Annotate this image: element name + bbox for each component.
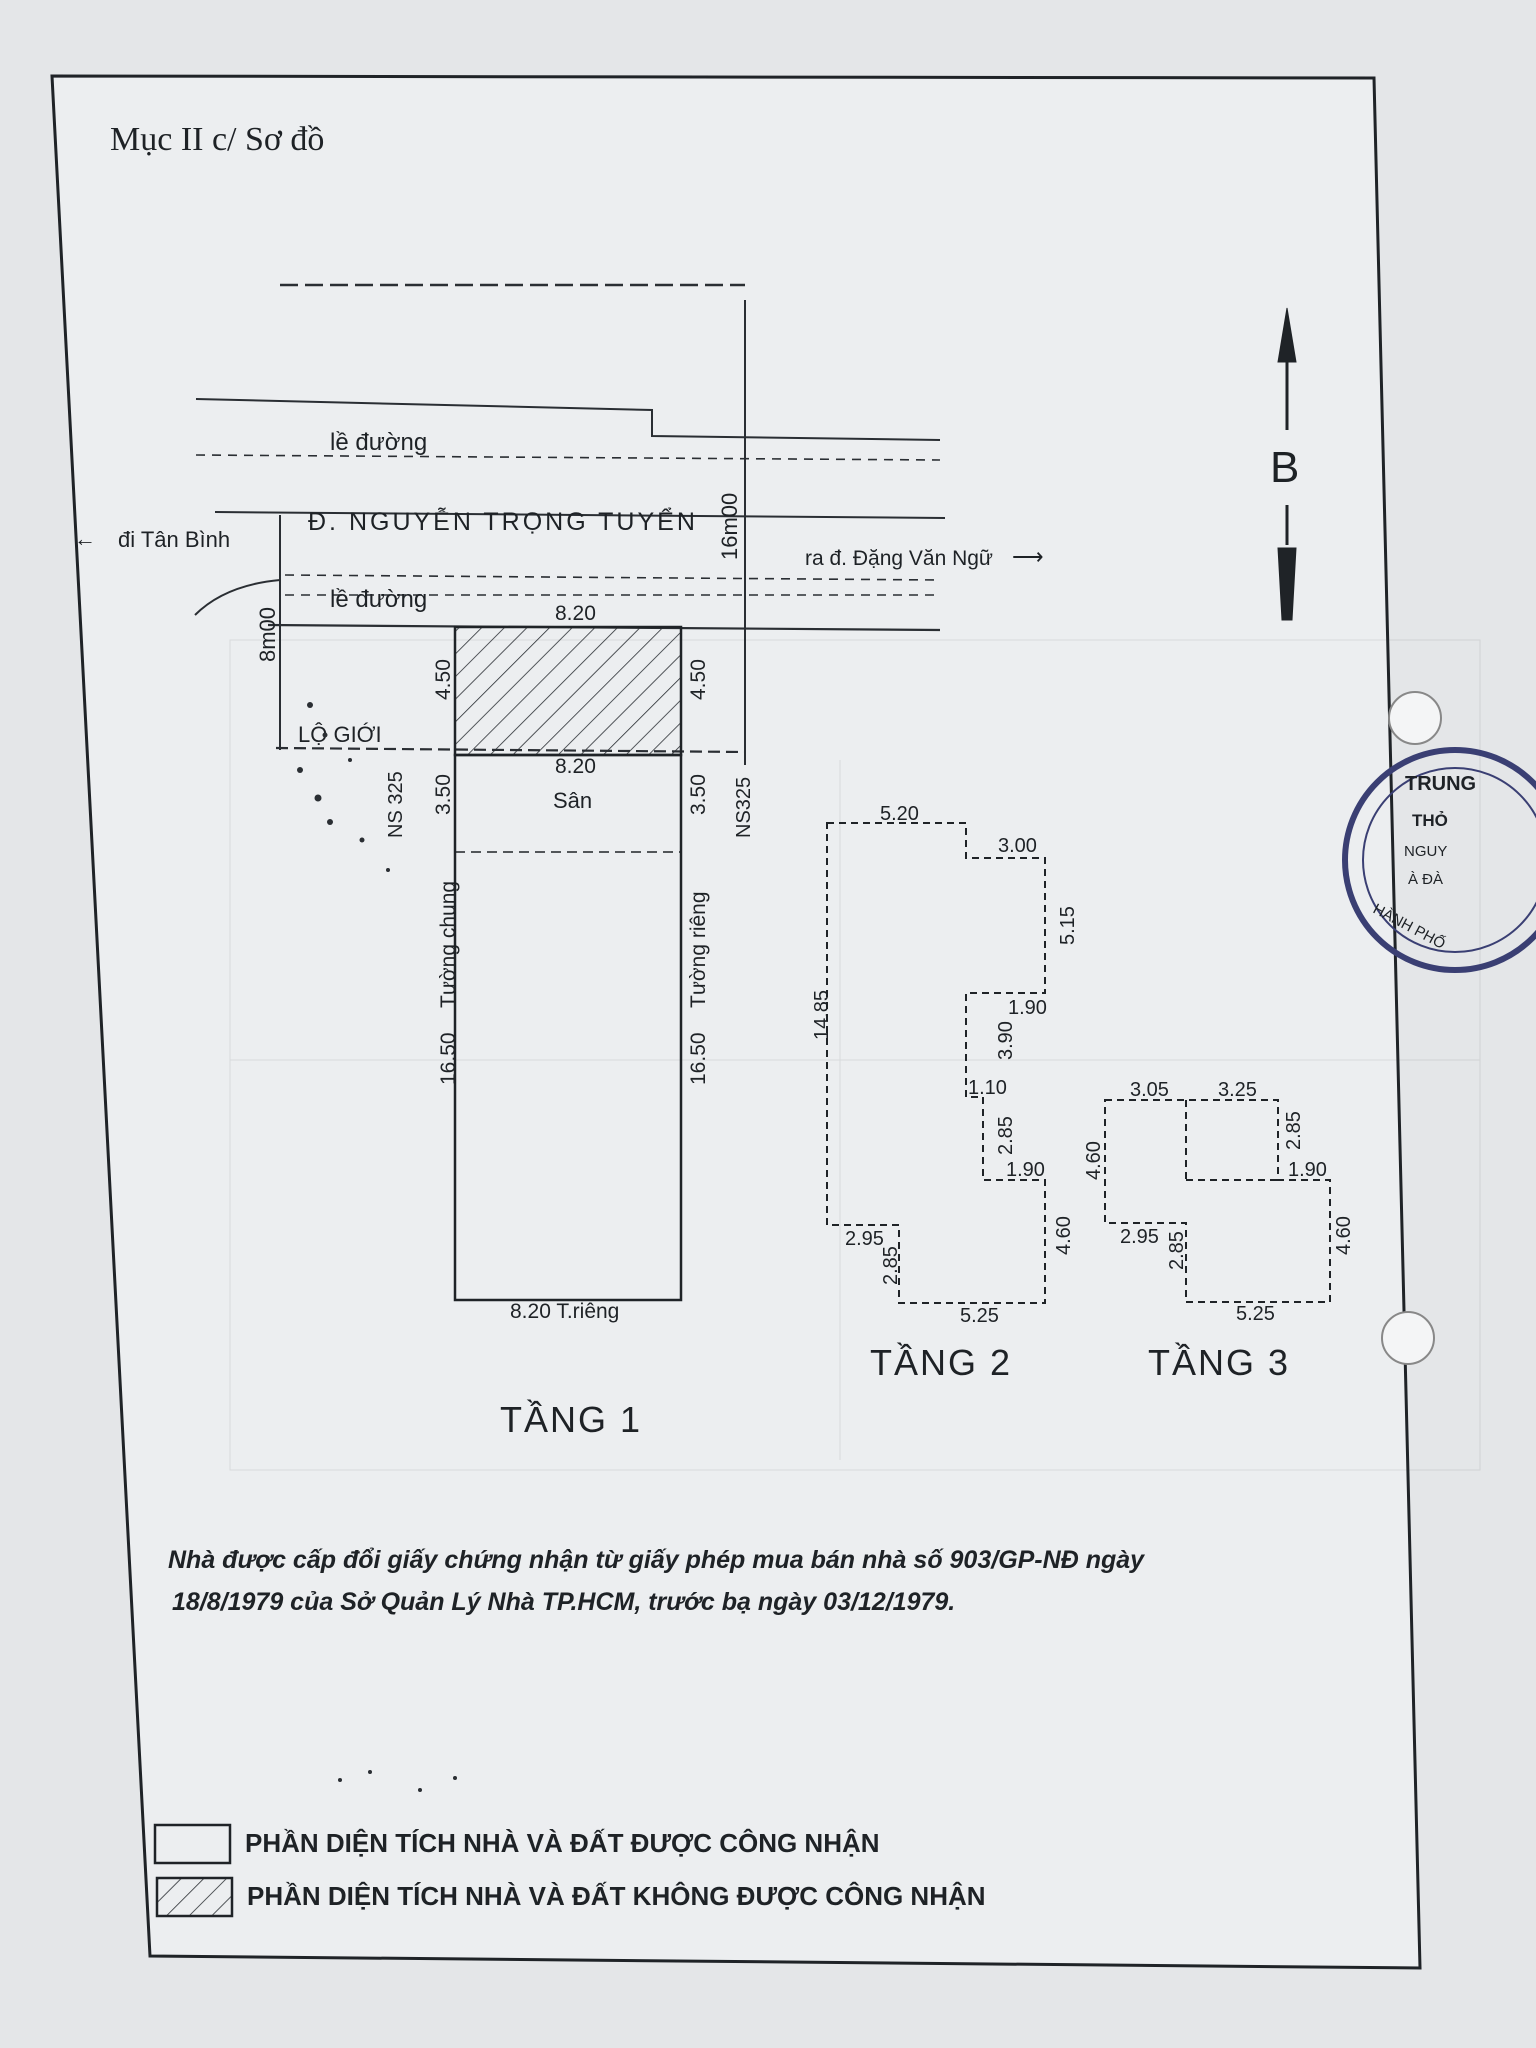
binder-hole	[1381, 1311, 1435, 1365]
floor3-dim-step: 1.90	[1288, 1159, 1327, 1181]
floor1-house-outline	[453, 753, 683, 1302]
floor3-dim-left-upper: 4.60	[1083, 1141, 1105, 1180]
floor3-outline	[1104, 1099, 1331, 1303]
floor3-dim-left-bottom: 2.95	[1120, 1226, 1159, 1248]
floor1-rear-depth-left: 16.50	[437, 1032, 460, 1085]
north-label: B	[1270, 443, 1299, 492]
floor1-yard-label: Sân	[553, 788, 592, 813]
stamp-text: NGUY	[1404, 843, 1447, 860]
legend-unrecognized-swatch	[155, 1876, 234, 1918]
show-through-watermark	[229, 639, 1481, 1471]
floor1-left-neighbor: NS 325	[385, 771, 407, 838]
floor1-rear-depth-right: 16.50	[687, 1032, 710, 1085]
floor1-title: TẦNG 1	[500, 1399, 642, 1440]
floor1-bottom-width: 8.20 T.riêng	[510, 1300, 619, 1323]
floor3-dim-right-upper: 2.85	[1283, 1111, 1305, 1150]
street-width-label: 16m00	[717, 493, 742, 560]
note-line-2: 18/8/1979 của Sở Quản Lý Nhà TP.HCM, trư…	[172, 1588, 955, 1616]
floor2-dim-inner: 1.10	[968, 1077, 1007, 1099]
right-arrow-icon: ⟶	[1012, 544, 1044, 569]
floor2-dim-notch-width: 1.90	[1008, 997, 1047, 1019]
stamp-text: THỎ	[1412, 811, 1448, 830]
floor3-dim-top-left: 3.05	[1130, 1079, 1169, 1101]
binder-hole	[1388, 691, 1442, 745]
floor1-plan	[453, 625, 683, 1302]
floor2-dim-left-depth: 14.85	[811, 990, 833, 1040]
floor2-dim-notch-depth: 3.90	[995, 1021, 1017, 1060]
floor1-yard-depth-left: 3.50	[432, 774, 455, 815]
left-arrow-icon: ←	[74, 526, 96, 551]
floor2-outline	[826, 822, 1046, 1304]
floor1-yard-depth-right: 3.50	[687, 774, 710, 815]
floor1-front-depth-right: 4.50	[687, 659, 710, 700]
floor1-top-width: 8.20	[555, 602, 596, 625]
floor2-dim-step: 3.00	[998, 835, 1037, 857]
section-heading: Mục II c/ Sơ đồ	[110, 121, 324, 158]
direction-left: đi Tân Bình	[118, 527, 230, 552]
floor2-dim-lower-step: 1.90	[1006, 1159, 1045, 1181]
floor2-dim-left-bottom: 2.95	[845, 1228, 884, 1250]
paper-specks	[297, 702, 457, 1792]
floor1-front-depth-left: 4.50	[432, 659, 455, 700]
direction-right: ra đ. Đặng Văn Ngữ	[805, 547, 993, 570]
floor3-dim-bottom: 5.25	[1236, 1303, 1275, 1325]
setback-label: 8m00	[255, 607, 280, 662]
floor3-dim-left-step: 2.85	[1166, 1231, 1188, 1270]
floor2-dim-right-lower: 4.60	[1053, 1216, 1075, 1255]
floor1-right-wall-label: Tường riêng	[687, 891, 710, 1008]
sidewalk-label-bottom: lề đường	[330, 586, 427, 613]
floor3-title: TẦNG 3	[1148, 1342, 1290, 1383]
floor1-right-neighbor: NS325	[733, 777, 755, 838]
note-line-1: Nhà được cấp đổi giấy chứng nhận từ giấy…	[168, 1546, 1145, 1574]
floor3-dim-right-lower: 4.60	[1333, 1216, 1355, 1255]
floor1-left-wall-label: Tường chung	[437, 881, 460, 1008]
floor2-dim-inner-depth: 2.85	[995, 1116, 1017, 1155]
legend-recognized-swatch	[153, 1823, 232, 1865]
floor2-dim-top: 5.20	[880, 803, 919, 825]
stamp-text: À ĐÀ	[1408, 871, 1443, 888]
floor1-mid-width: 8.20	[555, 755, 596, 778]
document-frame	[50, 74, 1422, 1970]
legend-recognized-label: PHẦN DIỆN TÍCH NHÀ VÀ ĐẤT ĐƯỢC CÔNG NHẬN	[245, 1828, 880, 1858]
floor2-dim-right-upper: 5.15	[1057, 906, 1079, 945]
north-arrow-icon	[1277, 307, 1297, 621]
legend-unrecognized-label: PHẦN DIỆN TÍCH NHÀ VÀ ĐẤT KHÔNG ĐƯỢC CÔN…	[247, 1881, 986, 1911]
floor2-dim-bottom: 5.25	[960, 1305, 999, 1327]
stamp-text: TRUNG	[1405, 773, 1476, 795]
street-name: Đ. NGUYỄN TRỌNG TUYỂN	[308, 506, 698, 536]
floor2-dim-left-step: 2.85	[880, 1246, 902, 1285]
floor2-title: TẦNG 2	[870, 1342, 1012, 1383]
sidewalk-label-top: lề đường	[330, 429, 427, 456]
row-boundary-label: LỘ GIỚI	[298, 722, 382, 747]
floor3-dim-top-right: 3.25	[1218, 1079, 1257, 1101]
floor1-unrecognized-area	[453, 625, 683, 757]
